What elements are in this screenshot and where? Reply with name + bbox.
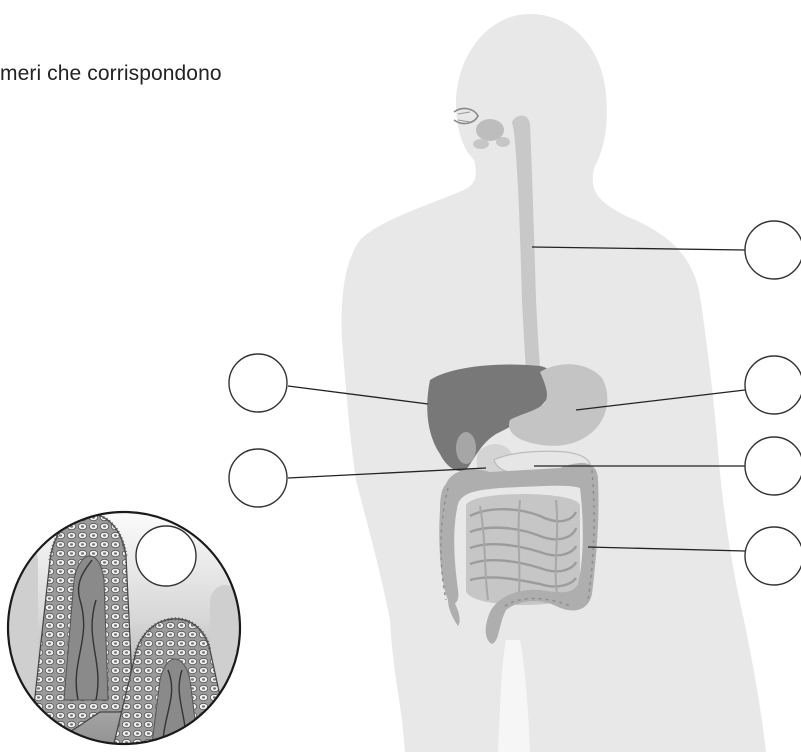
answer-circle-gallbladder[interactable] <box>229 449 287 507</box>
answer-circle-stomach[interactable] <box>745 356 801 414</box>
villi-inset <box>0 500 260 752</box>
gallbladder <box>456 432 476 464</box>
answer-circle-esophagus[interactable] <box>745 221 801 279</box>
answer-circle-large-intestine[interactable] <box>745 527 801 585</box>
small-intestine <box>466 494 580 605</box>
answer-circle-villi[interactable] <box>136 526 196 586</box>
answer-circle-pancreas[interactable] <box>745 437 801 495</box>
answer-circle-liver[interactable] <box>229 354 287 412</box>
